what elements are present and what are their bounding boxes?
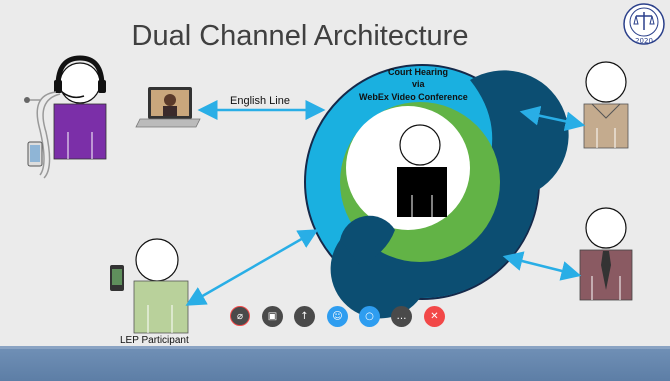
close-icon: ✕ [430, 311, 439, 322]
plaintiff-arrow [519, 105, 586, 132]
english-line-label: English Line [230, 95, 290, 107]
judge-figure [397, 124, 447, 217]
defendant-arrow [502, 251, 582, 281]
footer-bar [0, 349, 670, 381]
more-icon: … [396, 311, 407, 322]
slide-title: Dual Channel Architecture [131, 20, 469, 52]
end-call-button[interactable]: ✕ [424, 306, 445, 327]
defendant-figure [579, 207, 633, 301]
hub-label-line2: via [412, 79, 425, 89]
video-button[interactable]: ▣ [262, 306, 283, 327]
footer-divider [0, 346, 670, 349]
chat-icon: ○ [365, 311, 374, 322]
share-button[interactable]: ↑ [294, 306, 315, 327]
mute-button[interactable]: ⌀ [230, 306, 250, 326]
interpreter-figure [24, 55, 107, 179]
lep-arrow [185, 229, 319, 306]
seal-year: 2020 [635, 37, 653, 45]
court-seal-logo: 2020 [623, 3, 665, 45]
more-button[interactable]: … [391, 306, 412, 327]
plaintiff-figure [583, 61, 629, 149]
lep-participant-figure [110, 238, 189, 334]
participants-icon: ☺ [332, 311, 343, 322]
hub-label-line3: WebEx Video Conference [359, 92, 468, 102]
mic-off-icon: ⌀ [236, 310, 244, 322]
share-icon: ↑ [300, 311, 309, 322]
video-icon: ▣ [267, 311, 278, 322]
chat-button[interactable]: ○ [359, 306, 380, 327]
laptop-icon [135, 87, 201, 128]
hub-label-line1: Court Hearing [388, 67, 449, 77]
participants-button[interactable]: ☺ [327, 306, 348, 327]
lep-participant-label: LEP Participant [120, 335, 189, 346]
